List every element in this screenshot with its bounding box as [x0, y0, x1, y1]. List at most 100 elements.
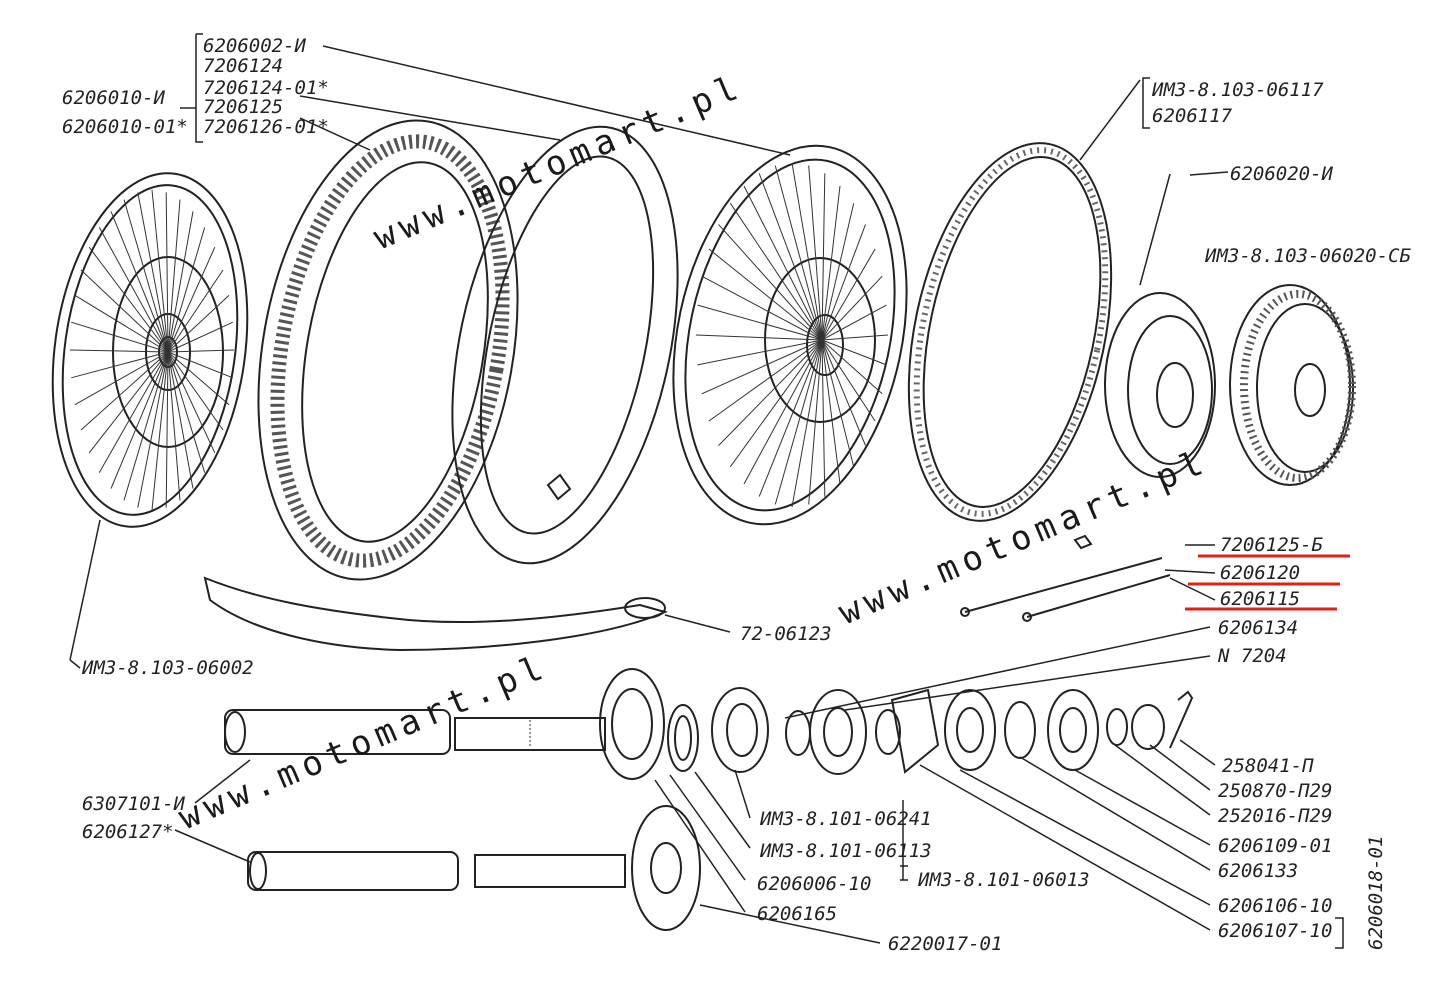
label-6206006-10: 6206006-10 — [757, 873, 871, 895]
spoke — [718, 224, 823, 341]
label-6206107-10: 6206107-10 — [1218, 920, 1332, 942]
spoke — [821, 173, 826, 341]
spoke — [167, 351, 224, 431]
label-6206010-01: 6206010-01* — [62, 116, 188, 138]
spoke — [697, 339, 823, 366]
spoke — [695, 334, 823, 341]
spoke — [167, 246, 216, 353]
spoke — [821, 275, 883, 341]
label-6206165: 6206165 — [757, 903, 837, 925]
label-7206124-01: 7206124-01* — [203, 77, 329, 99]
spoke — [701, 339, 823, 395]
spoke — [791, 339, 823, 508]
highlight-underlines — [1185, 554, 1350, 611]
spoke — [821, 339, 841, 485]
watermark-right: www.motomart.pl — [833, 441, 1214, 633]
cover-disc — [631, 805, 701, 931]
label-imz-06113: ИМЗ-8.101-06113 — [759, 840, 932, 862]
spoke — [110, 211, 169, 353]
spoke — [167, 351, 233, 379]
spoke — [758, 173, 823, 341]
spoke — [821, 339, 887, 366]
spoke — [71, 321, 169, 353]
spoke — [808, 165, 823, 341]
label-imz-06117: ИМЗ-8.103-06117 — [1151, 79, 1324, 101]
spoke — [88, 246, 169, 353]
label-imz-06241: ИМЗ-8.101-06241 — [759, 808, 932, 830]
spoke — [167, 351, 230, 406]
spoke — [69, 349, 169, 353]
axle-upper — [224, 709, 606, 755]
spoke — [821, 224, 866, 341]
spoke — [167, 211, 194, 353]
label-imz-06020: ИМЗ-8.103-06020-СБ — [1204, 245, 1411, 267]
hub — [1104, 292, 1216, 478]
spoke — [774, 339, 823, 505]
label-7206124: 7206124 — [203, 55, 283, 77]
spoke — [74, 351, 169, 406]
inner-tube — [451, 125, 679, 565]
label-7206125: 7206125 — [203, 96, 283, 118]
spoke — [80, 269, 169, 353]
spoke — [821, 339, 883, 395]
spoke — [697, 304, 823, 341]
spoke — [167, 351, 216, 454]
tire — [257, 119, 519, 581]
label-250870: 250870-П29 — [1218, 780, 1332, 802]
label-6206020: 6206020-И — [1230, 163, 1334, 185]
label-6206117: 6206117 — [1152, 105, 1233, 127]
label-6206010: 6206010-И — [62, 87, 166, 109]
label-6206120: 6206120 — [1220, 562, 1300, 584]
label-6307101: 6307101-И — [82, 793, 186, 815]
spoke — [708, 248, 823, 341]
spoke — [165, 351, 169, 508]
label-6206115: 6206115 — [1220, 588, 1300, 610]
spoke — [151, 189, 169, 353]
rim-tape — [203, 576, 668, 652]
spoke — [729, 339, 823, 468]
axle-lower — [247, 851, 626, 891]
spoke — [743, 339, 823, 485]
label-6206134: 6206134 — [1218, 617, 1298, 639]
label-72-06123: 72-06123 — [740, 623, 832, 645]
spoke — [821, 185, 841, 341]
spoke — [758, 339, 823, 497]
spoke — [167, 351, 206, 473]
part-labels: 6206002-И 7206124 7206124-01* 7206125 72… — [62, 35, 1411, 955]
spoke — [821, 339, 855, 467]
spoke — [137, 192, 169, 353]
spoke — [167, 351, 181, 501]
spoke — [151, 351, 169, 511]
spoke — [167, 351, 194, 489]
spoke — [165, 192, 169, 353]
left-wheel — [51, 172, 249, 528]
spoke — [701, 275, 823, 341]
spoke — [821, 304, 887, 341]
label-6220017-01: 6220017-01 — [888, 933, 1002, 955]
spoke — [167, 321, 234, 353]
brake-drum — [1229, 284, 1356, 486]
spoke — [167, 349, 235, 353]
spoke — [74, 294, 169, 353]
label-7206126-01: 7206126-01* — [203, 116, 329, 138]
spoke — [791, 162, 823, 341]
spoke — [718, 339, 823, 446]
spoke — [821, 203, 855, 341]
label-6206106-10: 6206106-10 — [1218, 895, 1332, 917]
spoke — [98, 227, 169, 353]
label-6206109-01: 6206109-01 — [1218, 835, 1332, 857]
label-imz-06002: ИМЗ-8.103-06002 — [81, 657, 254, 679]
spoke — [71, 351, 169, 379]
spoke — [821, 339, 826, 497]
spoke — [167, 269, 224, 353]
spokes-nipple — [960, 534, 1171, 622]
label-252016: 252016-П29 — [1218, 805, 1332, 827]
label-6206127: 6206127* — [82, 821, 174, 843]
label-imz-06013: ИМЗ-8.101-06013 — [917, 869, 1090, 891]
label-258041: 258041-П — [1222, 755, 1314, 777]
label-n7204: N 7204 — [1217, 645, 1287, 667]
spoke — [123, 351, 169, 501]
spoke — [808, 339, 823, 505]
